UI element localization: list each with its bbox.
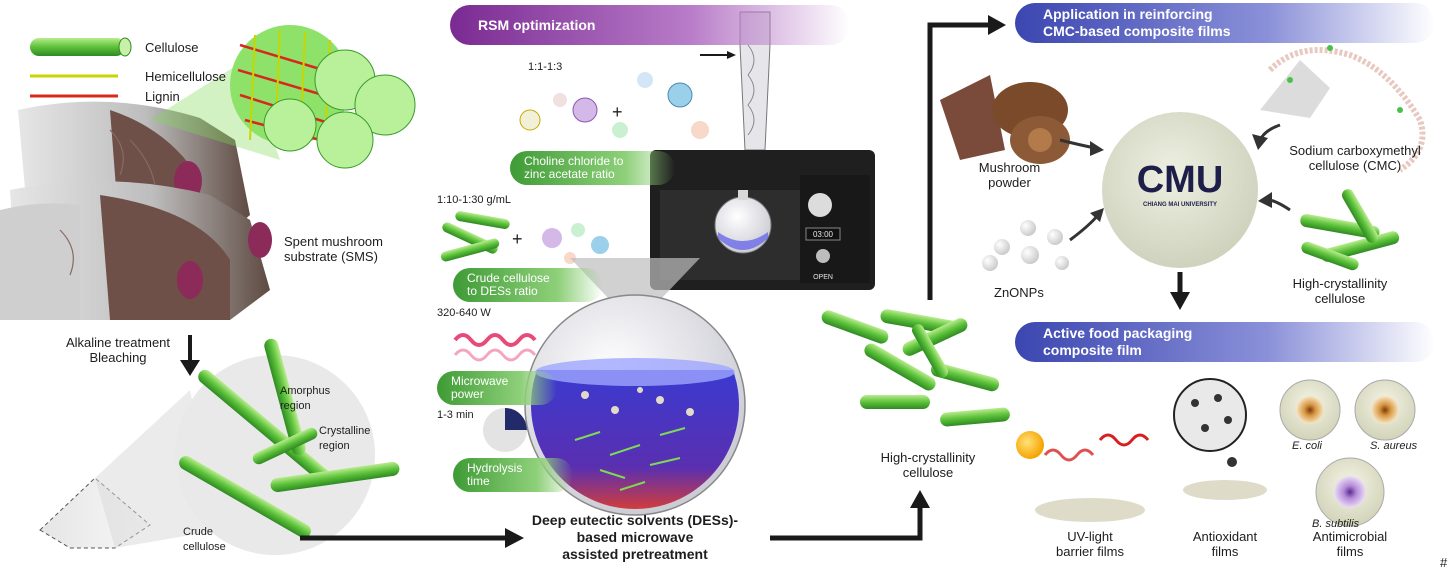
corner-mark: #	[1440, 555, 1448, 570]
legend-hemicellulose: Hemicellulose	[145, 69, 226, 84]
hc-cellulose-label: High-crystallinity cellulose	[880, 450, 976, 480]
tag-choline-ratio: Choline chloride to zinc acetate ratio	[510, 151, 675, 185]
cmc-icon	[1260, 45, 1426, 173]
arrow-up-1	[770, 505, 923, 541]
microwave	[650, 150, 875, 290]
uv-label: UV-light barrier films	[1056, 529, 1124, 559]
microwave-display: 03:00	[813, 230, 834, 239]
cmu-logo: CMU	[1137, 159, 1224, 201]
sms-label: Spent mushroom substrate (SMS)	[284, 234, 383, 264]
ecoli-label: E. coli	[1292, 440, 1322, 452]
rsm-banner: RSM optimization	[450, 5, 850, 45]
hc-cellulose-right	[1300, 189, 1400, 271]
packaging-banner: Active food packaging composite film	[1015, 322, 1435, 362]
tag-crude-ratio: Crude cellulose to DESs ratio	[453, 268, 603, 302]
cellulose-legend-icon	[30, 38, 125, 56]
antioxidant-icon	[1173, 378, 1267, 500]
microwave-wave-icon	[453, 333, 537, 347]
cmu-circle	[1102, 112, 1258, 268]
amorphous-label: Amorphus region	[280, 385, 331, 412]
crystalline-label: Crystalline region	[319, 425, 371, 452]
cmu-logo-sub: CHIANG MAI UNIVERSITY	[1143, 202, 1217, 208]
saureus-label: S. aureus	[1370, 440, 1418, 452]
mushroom-label: Mushroom powder	[978, 160, 1041, 190]
ratio-1: 1:1-1:3	[528, 61, 563, 73]
zno-label: ZnONPs	[994, 285, 1044, 300]
application-banner: Application in reinforcing CMC-based com…	[1015, 3, 1435, 43]
fibre-bundle	[230, 25, 416, 169]
tag-microwave-power: Microwave power	[437, 371, 557, 405]
antimicrobial-icon	[1279, 379, 1416, 527]
molecules-1: +	[519, 72, 709, 139]
microwave-open-button: OPEN	[813, 274, 833, 281]
des-flask	[524, 258, 746, 516]
legend-cellulose: Cellulose	[145, 40, 199, 55]
ratio-2: 1:10-1:30 g/mL	[437, 194, 511, 206]
arrow-up-right	[927, 22, 990, 300]
des-title: Deep eutectic solvents (DESs)- based mic…	[531, 512, 739, 562]
crystalline-fibres	[179, 338, 400, 538]
legend	[30, 37, 132, 98]
sms-logs	[0, 101, 272, 320]
legend-lignin: Lignin	[145, 89, 180, 104]
power-range: 320-640 W	[437, 307, 491, 319]
treatment-label: Alkaline treatment Bleaching	[65, 335, 171, 365]
crude-cellulose-label: Crude cellulose	[183, 526, 226, 553]
time-range: 1-3 min	[437, 409, 474, 421]
bsubtilis-label: B. subtilis	[1312, 518, 1360, 530]
timer-icon	[483, 408, 527, 452]
antioxidant-label: Antioxidant films	[1192, 529, 1258, 559]
svg-text:+: +	[612, 102, 623, 122]
hc-cellulose-label-2: High-crystallinity cellulose	[1292, 276, 1388, 306]
tag-hydrolysis-time: Hydrolysis time	[453, 458, 573, 492]
mushroom-icon	[940, 75, 1070, 164]
uv-barrier-icon	[1016, 431, 1150, 522]
cmc-label: Sodium carboxymethyl cellulose (CMC)	[1289, 143, 1421, 173]
zno-nanoparticles	[982, 220, 1069, 271]
svg-text:+: +	[512, 229, 523, 249]
molecules-2: +	[440, 211, 609, 264]
hc-cellulose-mid	[821, 309, 1010, 427]
antimicrobial-label: Antimicrobial films	[1312, 529, 1388, 559]
